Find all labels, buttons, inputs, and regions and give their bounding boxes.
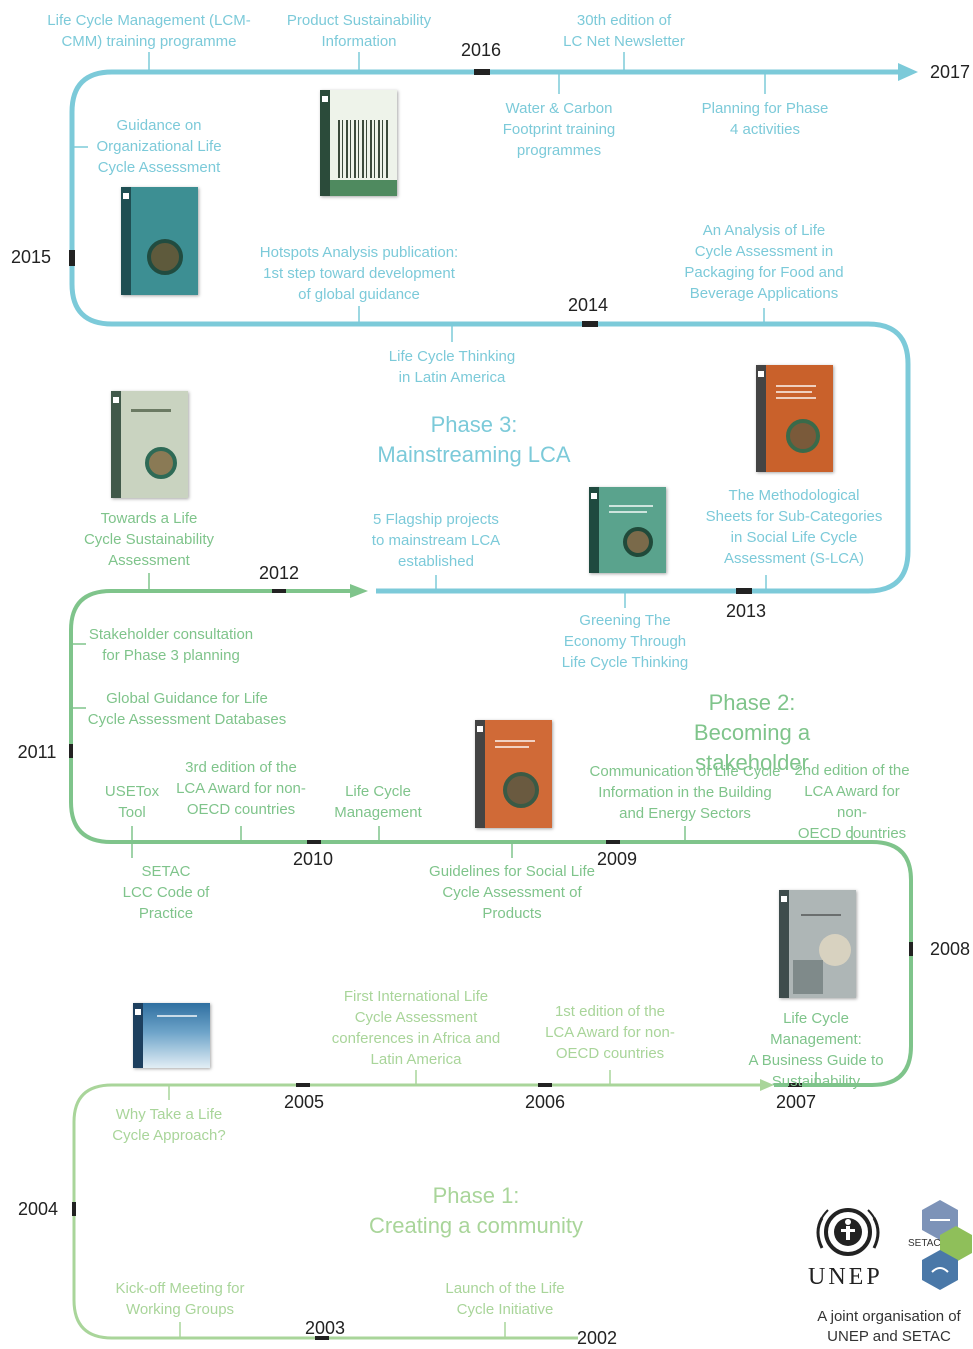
event-water-carbon: Water & Carbon Footprint training progra… xyxy=(502,100,616,159)
year-2016: 2016 xyxy=(460,40,502,60)
tick-2013 xyxy=(736,588,752,594)
unep-wordmark: UNEP xyxy=(808,1264,883,1290)
product-sustainability-cover xyxy=(320,90,397,196)
year-2002: 2002 xyxy=(576,1328,618,1348)
event-methodological-sheets: The Methodological Sheets for Sub-Catego… xyxy=(705,487,883,567)
event-packaging-lca: An Analysis of Life Cycle Assessment in … xyxy=(684,222,844,302)
phase2-path xyxy=(69,589,913,1087)
year-2008: 2008 xyxy=(929,939,971,959)
phase1-heading: Phase 1: Creating a community xyxy=(369,1183,583,1238)
tick-2010 xyxy=(307,840,321,844)
phase3-arrowhead xyxy=(898,63,918,81)
year-ticks xyxy=(69,69,913,1340)
year-2014: 2014 xyxy=(567,295,609,315)
event-global-guidance-db: Global Guidance for Life Cycle Assessmen… xyxy=(87,690,287,728)
event-award-3rd: 3rd edition of the LCA Award for non- OE… xyxy=(176,759,306,818)
event-towards-lcsa: Towards a Life Cycle Sustainability Asse… xyxy=(83,510,215,569)
tick-2003 xyxy=(315,1336,329,1340)
year-2009: 2009 xyxy=(596,849,638,869)
year-2003: 2003 xyxy=(304,1318,346,1338)
tick-2012 xyxy=(272,589,286,593)
event-product-sustainability: Product Sustainability Information xyxy=(286,12,432,50)
event-lcm-business-guide: Life Cycle Management: A Business Guide … xyxy=(748,1010,884,1090)
year-2005: 2005 xyxy=(283,1092,325,1112)
event-lct-latin-america: Life Cycle Thinking in Latin America xyxy=(388,348,516,386)
phase1-arrowhead xyxy=(760,1079,774,1091)
slca-guidelines-cover xyxy=(475,720,552,828)
event-lcm-training: Life Cycle Management (LCM- CMM) trainin… xyxy=(47,12,251,50)
year-2013: 2013 xyxy=(725,601,767,621)
event-planning-phase4: Planning for Phase 4 activities xyxy=(701,100,829,138)
setac-logo: SETAC xyxy=(906,1198,972,1292)
event-stakeholder-consultation: Stakeholder consultation for Phase 3 pla… xyxy=(88,626,254,664)
tick-2005 xyxy=(296,1083,310,1087)
event-award-1st: 1st edition of the LCA Award for non- OE… xyxy=(545,1003,675,1062)
lcm-business-guide-cover xyxy=(779,890,856,998)
event-communication-lc: Communication of Life Cycle Information … xyxy=(589,763,781,822)
tick-2011 xyxy=(69,744,73,758)
phase3-path xyxy=(69,69,911,594)
phase2-heading: Phase 2: Becoming a stakeholder xyxy=(693,690,811,775)
towards-lcsa-cover xyxy=(111,391,188,498)
event-award-2nd: 2nd edition of the LCA Award for non- OE… xyxy=(794,762,910,842)
event-slca-guidelines: Guidelines for Social Life Cycle Assessm… xyxy=(429,863,595,922)
event-hotspots: Hotspots Analysis publication: 1st step … xyxy=(259,244,459,303)
unep-emblem-icon xyxy=(816,1208,880,1256)
year-2017: 2017 xyxy=(929,62,971,82)
event-connectors xyxy=(71,52,853,1338)
tick-2006 xyxy=(538,1083,552,1087)
guidance-org-lca-cover xyxy=(121,187,198,295)
why-lca-cover xyxy=(133,1003,210,1068)
greening-economy-cover xyxy=(589,487,666,573)
event-usetox: USETox Tool xyxy=(104,783,160,821)
joint-organisation-caption: A joint organisation of UNEP and SETAC xyxy=(817,1308,961,1345)
tick-2007 xyxy=(788,1083,802,1087)
year-2011: 2011 xyxy=(17,742,57,762)
event-launch-initiative: Launch of the Life Cycle Initiative xyxy=(445,1280,565,1318)
tick-2004 xyxy=(72,1202,76,1216)
tick-2014 xyxy=(582,321,598,327)
phase2-arrowhead xyxy=(350,584,368,598)
event-kickoff: Kick-off Meeting for Working Groups xyxy=(115,1280,245,1318)
tick-2008 xyxy=(909,942,913,956)
event-guidance-org-lca: Guidance on Organizational Life Cycle As… xyxy=(96,117,222,176)
tick-2009 xyxy=(606,840,620,844)
unep-logo: UNEP xyxy=(808,1200,888,1290)
phase3-heading: Phase 3: Mainstreaming LCA xyxy=(377,412,571,467)
event-greening-economy: Greening The Economy Through Life Cycle … xyxy=(561,612,689,671)
year-2006: 2006 xyxy=(524,1092,566,1112)
event-first-conferences: First International Life Cycle Assessmen… xyxy=(331,988,501,1068)
methodological-sheets-cover xyxy=(756,365,833,472)
tick-2016 xyxy=(474,69,490,75)
year-2010: 2010 xyxy=(292,849,334,869)
event-lcm: Life Cycle Management xyxy=(334,783,422,821)
event-lcnet-newsletter: 30th edition of LC Net Newsletter xyxy=(563,12,685,50)
setac-wordmark: SETAC xyxy=(908,1238,941,1249)
event-flagship-projects: 5 Flagship projects to mainstream LCA es… xyxy=(371,511,501,570)
year-2007: 2007 xyxy=(775,1092,817,1112)
tick-2015 xyxy=(69,250,75,266)
event-setac-lcc: SETAC LCC Code of Practice xyxy=(122,863,210,922)
year-2015: 2015 xyxy=(10,247,52,267)
setac-hexagons-icon xyxy=(922,1200,972,1290)
year-2012: 2012 xyxy=(258,563,300,583)
year-2004: 2004 xyxy=(17,1199,59,1219)
event-why-lca: Why Take a Life Cycle Approach? xyxy=(112,1106,226,1144)
